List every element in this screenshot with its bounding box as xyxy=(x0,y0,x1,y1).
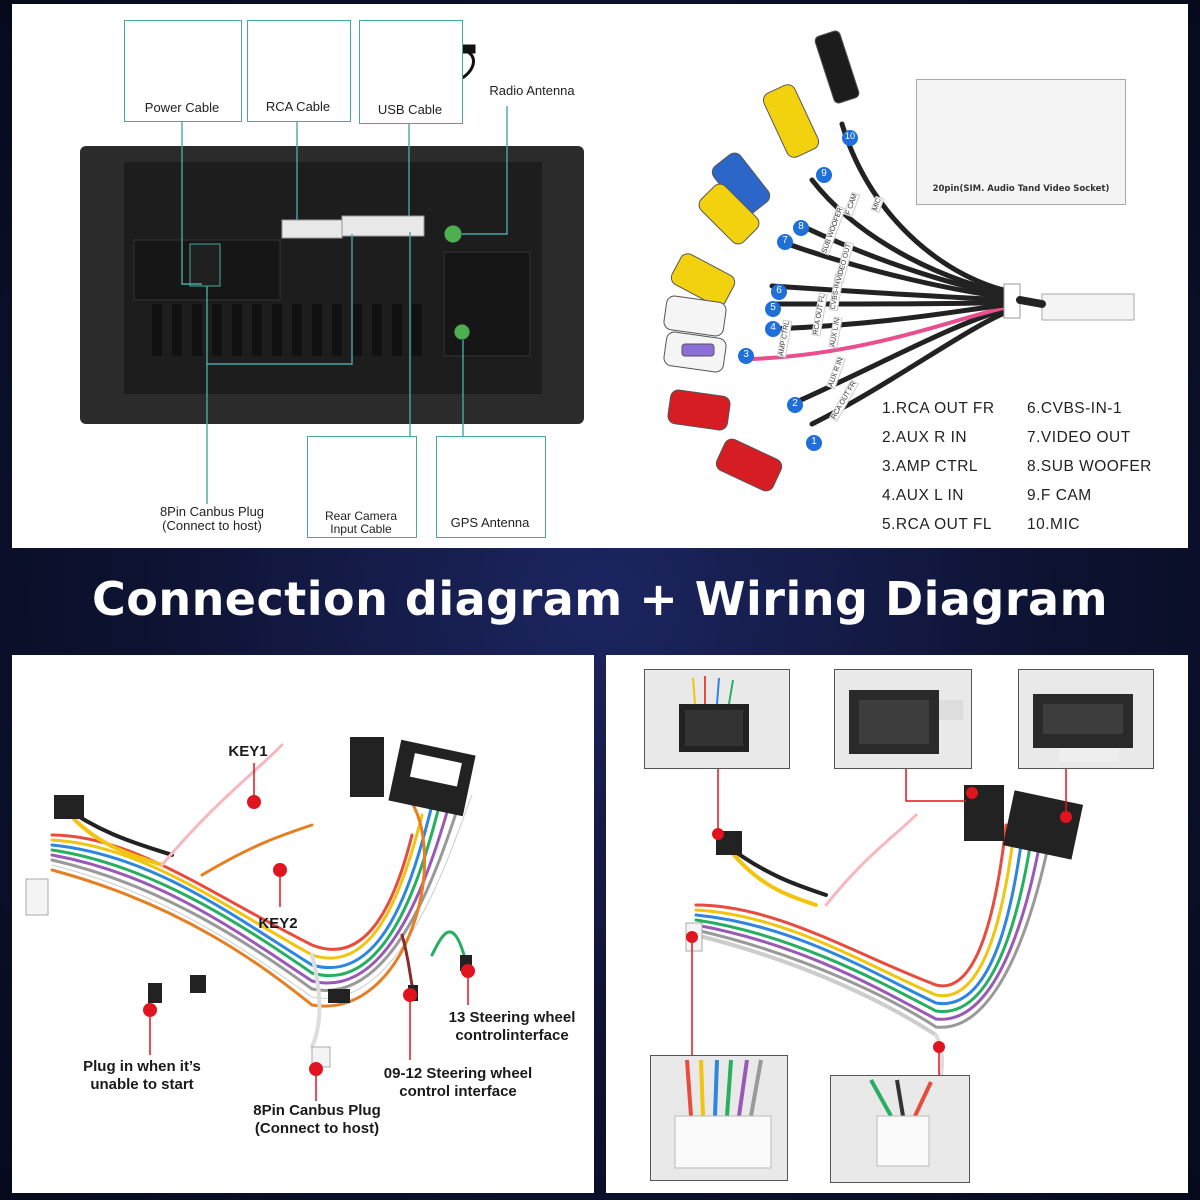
wire-number-7: 7 xyxy=(782,235,788,246)
connector-photo-2 xyxy=(834,669,972,769)
canbus-line1: 8Pin Canbus Plug xyxy=(253,1102,381,1119)
leader-lines xyxy=(181,106,508,504)
rear-camera-label: Rear Camera Input Cable xyxy=(307,510,415,535)
wiring-panel-right xyxy=(606,655,1188,1193)
socket-caption: 20pin(SIM. Audio Tand Video Socket) xyxy=(932,184,1110,194)
rca-cable-box xyxy=(247,20,351,122)
gps-antenna-box xyxy=(436,436,546,538)
legend-item-9: 9.F CAM xyxy=(1027,487,1092,504)
wire-number-6: 6 xyxy=(776,285,782,296)
red-leaders xyxy=(691,767,1067,1077)
wiring-harness-right xyxy=(685,767,1084,1097)
wire-number-3: 3 xyxy=(743,349,749,360)
canbus-plug-line2: (Connect to host) xyxy=(162,517,262,533)
legend-item-10: 10.MIC xyxy=(1027,516,1080,533)
plug-start-label: Plug in when it’s unable to start xyxy=(52,1058,232,1094)
connector-icon xyxy=(869,1079,933,1167)
canbus-socket xyxy=(189,243,221,287)
radio-antenna-jack xyxy=(443,224,463,244)
gps-antenna-label: GPS Antenna xyxy=(450,515,530,530)
legend-item-7: 7.VIDEO OUT xyxy=(1027,429,1131,446)
wire-number-9: 9 xyxy=(821,168,827,179)
canbus-label: 8Pin Canbus Plug (Connect to host) xyxy=(227,1102,407,1138)
key2-label: KEY2 xyxy=(258,915,298,932)
legend-item-1: 1.RCA OUT FR xyxy=(882,400,995,417)
white-plug-photo xyxy=(650,1055,788,1181)
wiring-harness-left xyxy=(25,737,476,1101)
wiring-panel-left: KEY1 KEY2 Plug in when it’s unable to st… xyxy=(12,655,594,1193)
wire-number-1: 1 xyxy=(811,436,817,447)
steering-0912-line1: 09-12 Steering wheel xyxy=(383,1065,533,1082)
rear-camera-box xyxy=(307,436,417,538)
rear-camera-line2: Input Cable xyxy=(330,521,392,536)
connector-photo-1 xyxy=(644,669,790,769)
rca-socket xyxy=(341,215,425,237)
red-leaders xyxy=(149,763,469,1101)
power-plug-black xyxy=(54,795,84,819)
legend-item-3: 3.AMP CTRL xyxy=(882,458,979,475)
connection-panel: Power Cable RCA Cable USB Cable Radio An… xyxy=(12,4,1188,548)
radio-antenna-label: Radio Antenna xyxy=(489,83,575,98)
rca-plugs xyxy=(663,30,860,492)
twenty-pin-socket-box: 20pin(SIM. Audio Tand Video Socket) xyxy=(916,79,1126,205)
canbus-plug-photo xyxy=(830,1075,970,1183)
steering-0912-line2: control interface xyxy=(399,1083,517,1100)
power-cable-label: Power Cable xyxy=(144,100,220,115)
rear-camera-line1: Rear Camera xyxy=(324,509,398,523)
connector-icon xyxy=(1033,694,1133,762)
wire-number-10: 10 xyxy=(844,131,855,141)
key1-label: KEY1 xyxy=(228,743,268,760)
legend-item-5: 5.RCA OUT FL xyxy=(882,516,992,533)
iso-connector-b xyxy=(1002,790,1084,860)
wire-number-8: 8 xyxy=(798,221,804,232)
wire-number-2: 2 xyxy=(792,398,798,409)
iso-connector-a xyxy=(350,737,384,797)
usb-cable-label: USB Cable xyxy=(377,102,443,117)
page-title: Connection diagram + Wiring Diagram xyxy=(91,572,1109,626)
plug-start-line2: unable to start xyxy=(90,1076,194,1093)
power-cable-box xyxy=(124,20,242,122)
usb-cable-box xyxy=(359,20,463,124)
legend-item-8: 8.SUB WOOFER xyxy=(1027,458,1152,475)
red-markers xyxy=(686,787,1072,1053)
wire-number-markers xyxy=(738,130,858,451)
harness-plug xyxy=(1041,293,1135,321)
steering-13-line1: 13 Steering wheel xyxy=(448,1009,576,1026)
canbus-plug-label: 8Pin Canbus Plug (Connect to host) xyxy=(142,505,282,532)
steering-0912-label: 09-12 Steering wheel control interface xyxy=(358,1065,558,1101)
steering-13-line2: controlinterface xyxy=(455,1027,569,1044)
connector-icon xyxy=(674,1059,772,1169)
connector-photo-3 xyxy=(1018,669,1154,769)
connector-icon xyxy=(679,676,749,752)
steering-13-label: 13 Steering wheel controlinterface xyxy=(432,1009,592,1045)
red-markers xyxy=(143,795,475,1076)
wire-number-4: 4 xyxy=(770,322,776,333)
canbus-plug-line1: 8Pin Canbus Plug xyxy=(159,504,265,519)
legend-item-6: 6.CVBS-IN-1 xyxy=(1027,400,1123,417)
rca-cable-label: RCA Cable xyxy=(265,99,331,114)
legend-item-2: 2.AUX R IN xyxy=(882,429,968,446)
canbus-line2: (Connect to host) xyxy=(254,1120,380,1137)
connector-icon xyxy=(849,690,963,754)
wire-number-5: 5 xyxy=(770,302,776,313)
gps-jack xyxy=(453,323,471,341)
power-socket xyxy=(281,219,343,239)
plug-start-line1: Plug in when it’s xyxy=(83,1058,201,1075)
legend-item-4: 4.AUX L IN xyxy=(882,487,964,504)
white-plug xyxy=(25,878,49,916)
